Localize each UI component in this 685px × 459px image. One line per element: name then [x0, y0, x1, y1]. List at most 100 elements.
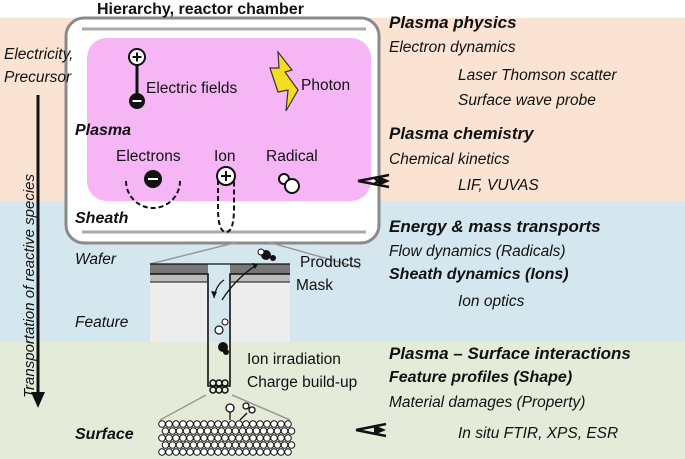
- eye-icon-surface: [355, 422, 387, 438]
- lattice-atom: [228, 448, 236, 456]
- lattice-atom: [165, 448, 173, 456]
- lattice-atom: [186, 448, 194, 456]
- lattice-atom: [214, 420, 222, 428]
- lattice-atom: [158, 434, 166, 442]
- lattice-atom: [231, 427, 240, 435]
- category-title-plasma-chemistry: Plasma chemistry: [389, 124, 534, 143]
- surface-line-feature-profiles: Feature profiles (Shape): [389, 369, 573, 386]
- feature-label: Feature: [75, 314, 129, 331]
- lattice-atom: [172, 420, 180, 428]
- lattice-atom: [287, 427, 296, 435]
- products-label: Products: [300, 254, 362, 271]
- surface-line: In situ FTIR, XPS, ESR: [458, 425, 619, 442]
- lattice-atom: [207, 448, 215, 456]
- lattice-atom: [210, 427, 219, 435]
- lattice-atom: [224, 427, 233, 435]
- photon-label: Photon: [301, 77, 351, 94]
- lattice-atom: [228, 420, 236, 428]
- lattice-atom: [217, 427, 226, 435]
- electrons-label: Electrons: [116, 148, 181, 165]
- lattice-atom: [186, 434, 194, 442]
- lattice-atom: [242, 420, 250, 428]
- lattice-atom: [193, 420, 201, 428]
- lattice-atom: [238, 441, 247, 449]
- lattice-atom: [214, 434, 222, 442]
- chamber-title: Hierarchy, reactor chamber: [97, 1, 304, 18]
- lattice-atom: [182, 427, 191, 435]
- input-label-precursor: Precursor: [4, 69, 72, 86]
- lattice-atom: [182, 441, 191, 449]
- lattice-atom: [284, 434, 292, 442]
- lattice-atom: [207, 434, 215, 442]
- eye-icon: [357, 173, 390, 189]
- transport-axis-label: Transportation of reactive species: [21, 174, 38, 398]
- lattice-atom: [200, 434, 208, 442]
- lattice-atom: [179, 448, 187, 456]
- ion-label: Ion: [214, 148, 236, 165]
- feature-cross-section: [150, 248, 290, 394]
- transport-line: Flow dynamics (Radicals): [389, 243, 566, 260]
- lattice-atom: [214, 448, 222, 456]
- method-item: LIF, VUVAS: [458, 177, 539, 194]
- electric-field-icon: [128, 48, 146, 109]
- lattice-atom: [263, 448, 271, 456]
- lattice-atom: [256, 420, 264, 428]
- lattice-atom: [200, 420, 208, 428]
- lattice-atom: [235, 434, 243, 442]
- lattice-atom: [161, 441, 170, 449]
- lattice-atom: [203, 441, 212, 449]
- lattice-atom: [175, 427, 184, 435]
- lattice-atom: [221, 448, 229, 456]
- lattice-atom: [242, 434, 250, 442]
- lattice-atom: [266, 427, 275, 435]
- category-title-plasma-physics: Plasma physics: [389, 13, 517, 32]
- lattice-atom: [270, 420, 278, 428]
- lattice-atom: [228, 434, 236, 442]
- transport-line-sheath: Sheath dynamics (Ions): [389, 266, 569, 283]
- lattice-atom: [172, 434, 180, 442]
- lattice-atom: [263, 420, 271, 428]
- sheath-label: Sheath: [75, 210, 129, 227]
- wafer-label: Wafer: [75, 251, 117, 268]
- lattice-atom: [207, 420, 215, 428]
- ion-irradiation-label: Ion irradiation: [247, 351, 341, 368]
- plasma-region: [87, 38, 371, 201]
- lattice-atom: [277, 434, 285, 442]
- lattice-atom: [284, 420, 292, 428]
- lattice-atom: [280, 427, 289, 435]
- lattice-atom: [280, 441, 289, 449]
- surface-label: Surface: [75, 426, 134, 443]
- lattice-atom: [235, 448, 243, 456]
- lattice-atom: [266, 441, 275, 449]
- lattice-atom: [221, 434, 229, 442]
- lattice-atom: [252, 427, 261, 435]
- lattice-atom: [273, 427, 282, 435]
- electron-icon: [125, 170, 181, 209]
- lattice-atom: [165, 420, 173, 428]
- surface-line: Material damages (Property): [389, 394, 586, 411]
- input-label-electricity: Electricity,: [4, 46, 74, 63]
- lattice-atom: [270, 448, 278, 456]
- ion-icon: [216, 166, 236, 234]
- lattice-atom: [245, 427, 254, 435]
- lattice-atom: [263, 434, 271, 442]
- lattice-atom: [238, 427, 247, 435]
- lattice-atom: [256, 448, 264, 456]
- lattice-atom: [165, 434, 173, 442]
- radical-icon: [278, 173, 300, 194]
- lattice-atom: [168, 427, 177, 435]
- lattice-atom: [179, 434, 187, 442]
- lattice-atom: [175, 441, 184, 449]
- transport-line: Ion optics: [458, 293, 525, 310]
- lattice-atom: [249, 420, 257, 428]
- lattice-atom: [284, 448, 292, 456]
- radical-label: Radical: [266, 148, 318, 165]
- lattice-atom: [245, 441, 254, 449]
- lattice-atom: [277, 420, 285, 428]
- lattice-atom: [203, 427, 212, 435]
- electric-fields-label: Electric fields: [146, 80, 238, 97]
- method-item: Laser Thomson scatter: [458, 67, 617, 84]
- lattice-atom: [221, 420, 229, 428]
- lattice-atom: [196, 441, 205, 449]
